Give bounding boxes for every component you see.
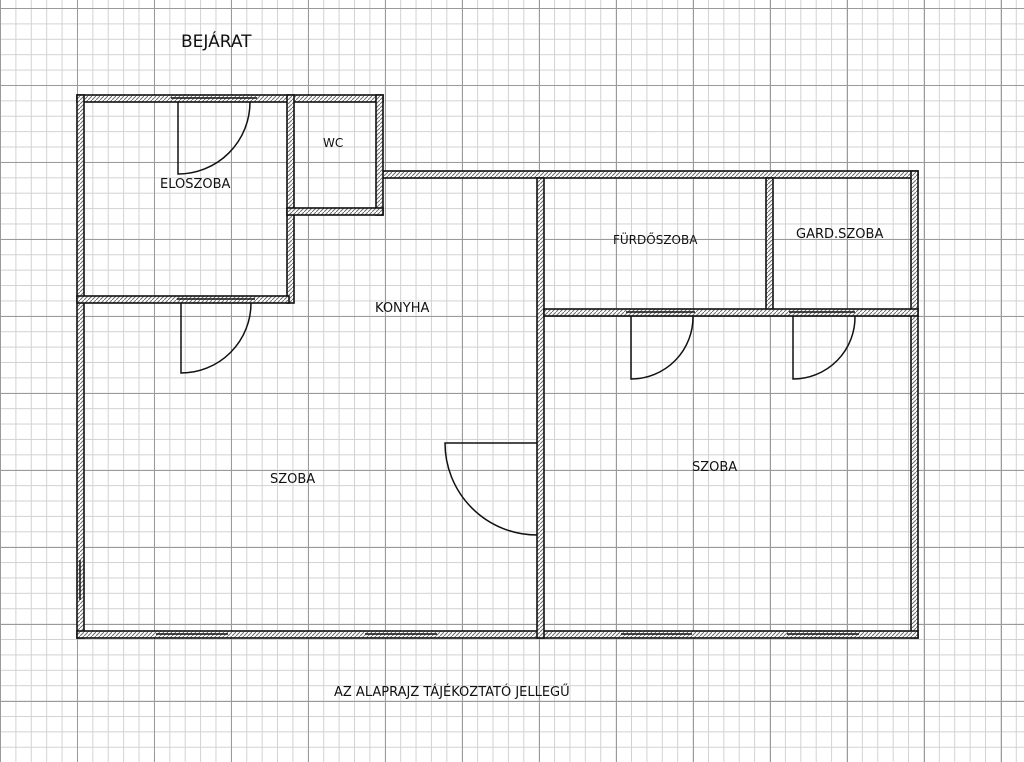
room-label-konyha: KONYHA (375, 301, 430, 316)
wall-outer-left (76, 94, 85, 639)
bath-door-swing (630, 315, 694, 380)
wall-bath-bottom (543, 308, 919, 317)
storage-door-swing (792, 315, 856, 380)
wall-wc-bottom (286, 207, 384, 216)
wall-wing-top (380, 170, 919, 179)
room-label-furdoszoba: FÜRDŐSZOBA (613, 233, 698, 247)
hall-door-swing (180, 302, 252, 374)
room-label-wc: WC (323, 136, 344, 150)
disclaimer-note: AZ ALAPRAJZ TÁJÉKOZTATÓ JELLEGŰ (334, 685, 570, 700)
room-label-szoba-right: SZOBA (692, 460, 738, 475)
wall-wc-right (375, 94, 384, 216)
room-label-gardszoba: GARD.SZOBA (796, 227, 884, 242)
wall-kitchen-right (536, 177, 545, 639)
room-label-szoba-left: SZOBA (270, 472, 316, 487)
room-label-eloszoba: ELOSZOBA (160, 177, 231, 192)
wall-outer-right (910, 170, 919, 639)
wall-outer-bottom (76, 630, 919, 639)
wall-bath-storage (765, 177, 774, 311)
kitchen-door-swing (444, 442, 538, 536)
entrance-label: BEJÁRAT (181, 32, 252, 52)
wall-wc-left (286, 94, 295, 304)
entry-door-swing (177, 101, 251, 175)
